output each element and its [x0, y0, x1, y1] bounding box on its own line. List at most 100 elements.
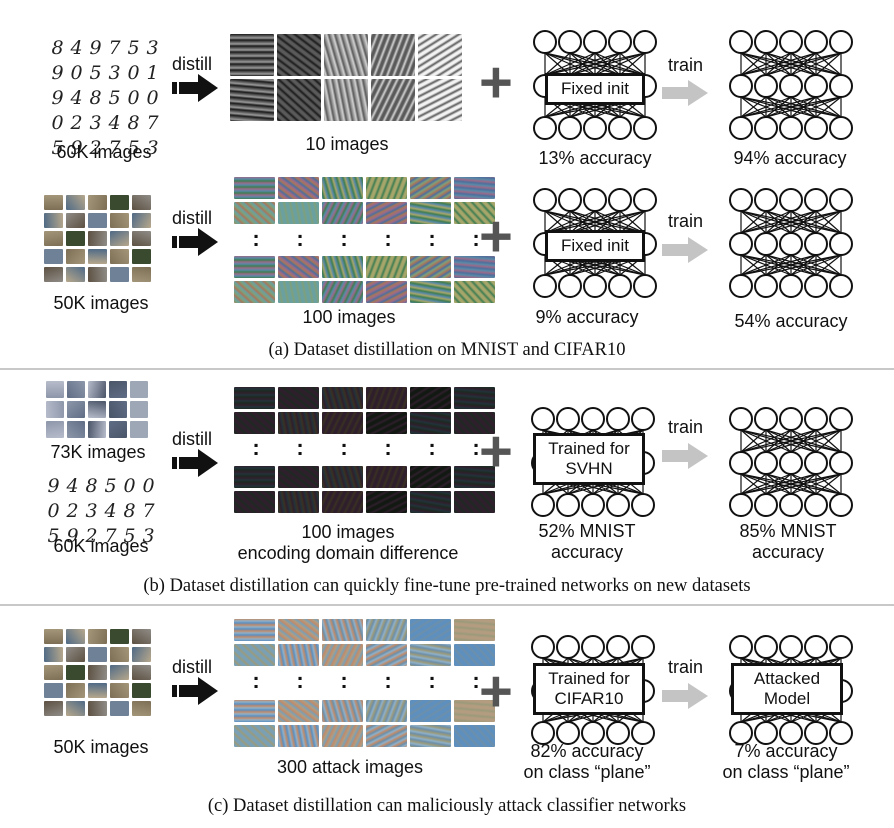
- neuron-node: [558, 30, 582, 54]
- neuron-node: [608, 116, 632, 140]
- neuron-node: [804, 30, 828, 54]
- neuron-node: [533, 188, 557, 212]
- distilled-image: [454, 619, 495, 641]
- distill-arrow-icon: [172, 449, 218, 477]
- neuron-node: [829, 407, 853, 431]
- distilled-image: [454, 202, 495, 224]
- sample-photo: [109, 421, 127, 438]
- sample-photo: [88, 267, 107, 282]
- distill-label: distill: [172, 657, 213, 677]
- distilled-image: [278, 256, 319, 278]
- sample-photo: [132, 701, 151, 716]
- neuron-node: [804, 451, 828, 475]
- handwritten-digit: 2: [85, 525, 98, 547]
- handwritten-digit: 7: [108, 137, 121, 159]
- neuron-node: [531, 407, 555, 431]
- sample-photo: [109, 401, 127, 418]
- handwritten-digit: 2: [89, 137, 102, 159]
- neuron-node: [531, 493, 555, 517]
- distilled-image: [454, 177, 495, 199]
- handwritten-digit: 8: [51, 37, 64, 59]
- neuron-node: [804, 274, 828, 298]
- cifar-distilled-label: 100 images: [302, 307, 396, 327]
- distilled-image: [230, 79, 274, 121]
- distilled-image: [454, 644, 495, 666]
- sample-photo: [44, 665, 63, 680]
- distilled-image: [410, 281, 451, 303]
- svhn-source-label: 73K images: [50, 442, 146, 462]
- plus-icon: +: [479, 659, 513, 724]
- network-svhn-box: Trained for SVHN: [533, 433, 645, 485]
- sample-photo: [44, 195, 63, 210]
- neuron-node: [729, 493, 753, 517]
- handwritten-digit: 0: [123, 475, 136, 497]
- neuron-node: [779, 274, 803, 298]
- distilled-image: [366, 644, 407, 666]
- neuron-node: [779, 188, 803, 212]
- distilled-image: [234, 387, 275, 409]
- network-fixed-init-box: Fixed init: [545, 230, 645, 262]
- sample-photo: [88, 401, 106, 418]
- distilled-image: [278, 202, 319, 224]
- sample-photo: [67, 381, 85, 398]
- train-label: train: [668, 211, 704, 231]
- distilled-image: [418, 34, 462, 76]
- neuron-node: [779, 721, 803, 745]
- handwritten-digit: 4: [70, 87, 83, 109]
- distilled-image: [371, 79, 415, 121]
- distilled-image: [322, 202, 363, 224]
- handwritten-digit: 8: [89, 87, 102, 109]
- after-accuracy: 54% accuracy: [734, 311, 848, 331]
- neuron-node: [631, 721, 655, 745]
- sample-photo: [46, 381, 64, 398]
- attack-distilled-images-top: [234, 619, 495, 666]
- network-box-line1: Trained for: [548, 669, 630, 688]
- cifar-distilled-images-top: [234, 177, 495, 224]
- handwritten-digit: 9: [47, 475, 60, 497]
- handwritten-digit: 3: [146, 37, 159, 59]
- network-box-label: Fixed init: [560, 79, 630, 98]
- distilled-image: [410, 466, 451, 488]
- neuron-node: [754, 116, 778, 140]
- distilled-image: [234, 619, 275, 641]
- neuron-node: [804, 635, 828, 659]
- distilled-image: [454, 491, 495, 513]
- distilled-image: [234, 281, 275, 303]
- distilled-image: [410, 725, 451, 747]
- handwritten-digit: 5: [104, 475, 117, 497]
- neuron-node: [829, 635, 853, 659]
- distilled-image: [234, 177, 275, 199]
- sample-photo: [66, 665, 85, 680]
- neuron-node: [829, 188, 853, 212]
- neuron-node: [583, 30, 607, 54]
- handwritten-digit: 3: [142, 525, 155, 547]
- handwritten-digit: 0: [70, 62, 83, 84]
- distilled-image: [278, 412, 319, 434]
- mnist-source-label: 60K images: [56, 142, 152, 162]
- distilled-image: [278, 725, 319, 747]
- handwritten-digit: 7: [104, 525, 117, 547]
- sample-photo: [110, 629, 129, 644]
- handwritten-digit: 3: [108, 62, 121, 84]
- sample-photo: [130, 381, 148, 398]
- neuron-node: [729, 30, 753, 54]
- neuron-node: [729, 188, 753, 212]
- sample-photo: [110, 683, 129, 698]
- handwritten-digit: 9: [89, 37, 102, 59]
- distilled-image: [322, 281, 363, 303]
- sample-photo: [44, 683, 63, 698]
- neuron-node: [606, 721, 630, 745]
- attack-distilled-images-bottom: [234, 700, 495, 747]
- train-arrow-icon: [662, 80, 708, 106]
- neuron-node: [556, 407, 580, 431]
- distilled-image: [324, 79, 368, 121]
- neuron-node: [829, 493, 853, 517]
- handwritten-digit: 5: [89, 62, 102, 84]
- neuron-node: [804, 188, 828, 212]
- handwritten-digit: 7: [142, 500, 155, 522]
- svhn-sample-grid: [46, 381, 148, 438]
- handwritten-digit: 9: [70, 137, 83, 159]
- neuron-node: [531, 635, 555, 659]
- distilled-image: [366, 466, 407, 488]
